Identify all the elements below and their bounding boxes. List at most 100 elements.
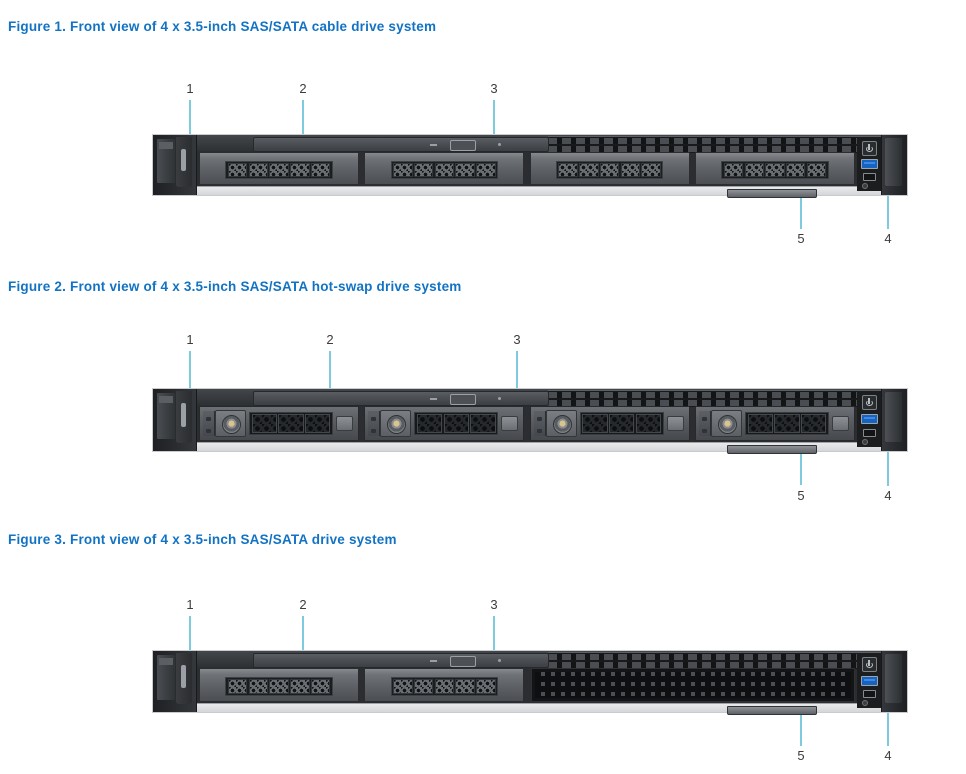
hot-swap-drive-carrier[interactable] [199,406,360,441]
drive-pull-tab[interactable] [666,416,684,431]
figure-3-server-chassis [152,650,908,715]
drive-pull-tab[interactable] [336,416,354,431]
left-handle-strip [181,149,186,171]
latch-dial-icon [552,415,572,434]
drive-vent [249,412,334,435]
figure-1-leader-2 [302,100,304,142]
drive-bay[interactable] [199,668,360,702]
figure-1-callout-1: 1 [186,81,194,96]
drive-bay-group [199,152,855,185]
drive-bay[interactable] [529,152,690,185]
drive-vent [721,161,829,180]
express-service-tag[interactable] [727,445,817,454]
right-release-handle[interactable] [885,654,902,703]
figure-2-leader-1 [189,351,191,389]
figure-1-callout-3: 3 [490,81,498,96]
figure-1-leader-5 [800,196,802,229]
usb-3-port-icon[interactable] [861,676,878,686]
status-led-icon [862,700,868,706]
figure-1-callout-5: 5 [797,231,805,246]
power-button-icon[interactable] [862,395,877,410]
left-rack-ear-latch[interactable] [153,651,197,712]
drive-status-leds [203,411,215,436]
figure-2-callout-1: 1 [186,332,194,347]
figure-2-leader-2 [329,351,331,393]
latch-dial-icon [222,415,241,434]
express-service-tag[interactable] [727,706,817,715]
hot-swap-drive-carrier[interactable] [694,406,855,441]
drive-release-latch[interactable] [710,410,742,437]
drive-bay[interactable] [364,668,525,702]
drive-release-latch[interactable] [215,410,246,437]
left-release-handle[interactable] [176,391,192,443]
drive-bay-filler-panel [530,668,855,702]
left-rack-ear-latch[interactable] [153,135,197,195]
drive-status-leds [533,411,546,436]
drive-vent [390,677,499,696]
left-release-handle[interactable] [176,653,192,704]
figure-2-leader-5 [800,452,802,485]
left-handle-strip [181,665,186,688]
micro-usb-idrac-port-icon[interactable] [863,173,876,181]
figure-2-callout-2: 2 [326,332,334,347]
left-latch-body [157,655,175,700]
figure-1-caption: Figure 1. Front view of 4 x 3.5-inch SAS… [8,19,437,34]
drive-pull-tab[interactable] [501,416,519,431]
figure-2-callout-3: 3 [513,332,521,347]
left-release-handle[interactable] [176,137,192,187]
drive-release-latch[interactable] [380,410,412,437]
left-rack-ear-latch[interactable] [153,389,197,451]
drive-bay[interactable] [199,152,360,185]
drive-vent [744,412,829,435]
figure-3-leader-5 [800,713,802,746]
figure-3-callout-3: 3 [490,597,498,612]
drive-pull-tab[interactable] [831,416,849,431]
drive-vent [390,161,499,180]
figure-2-callout-4: 4 [884,488,892,503]
chassis-body [152,134,908,196]
front-io-cluster [857,391,881,447]
drive-vent [225,677,333,696]
power-button-icon[interactable] [862,141,877,156]
right-rack-ear-latch[interactable] [881,135,907,195]
micro-usb-idrac-port-icon[interactable] [863,429,876,437]
figure-2-leader-4 [887,440,889,486]
figure-1-server-chassis [152,134,908,198]
latch-dial-icon [717,415,737,434]
express-service-tag[interactable] [727,189,817,198]
figure-3-leader-1 [189,616,191,654]
power-button-icon[interactable] [862,657,877,672]
figure-3-callout-1: 1 [186,597,194,612]
drive-status-leds [368,411,381,436]
ventilation-grille [548,136,881,153]
figure-3-callout-5: 5 [797,748,805,763]
drive-bay-group [199,668,855,702]
front-bezel-panel [253,137,549,152]
drive-vent [579,412,664,435]
ventilation-grille [548,390,881,407]
status-led-icon [862,439,868,445]
front-io-cluster [857,137,881,191]
drive-release-latch[interactable] [545,410,577,437]
chassis-body [152,388,908,452]
left-latch-body [157,393,175,439]
micro-usb-idrac-port-icon[interactable] [863,690,876,698]
right-rack-ear-latch[interactable] [881,651,907,712]
left-latch-body [157,139,175,183]
status-led-icon [862,183,868,189]
usb-3-port-icon[interactable] [861,159,878,169]
right-release-handle[interactable] [885,138,902,186]
front-io-cluster [857,653,881,708]
ventilation-grille [548,652,881,669]
front-bezel-panel [253,391,549,406]
drive-bay[interactable] [364,152,525,185]
drive-vent [555,161,664,180]
right-rack-ear-latch[interactable] [881,389,907,451]
drive-bay[interactable] [694,152,855,185]
hot-swap-drive-carrier[interactable] [529,406,690,441]
hot-swap-drive-carrier[interactable] [364,406,525,441]
usb-3-port-icon[interactable] [861,414,878,424]
right-release-handle[interactable] [885,392,902,442]
figure-3-caption: Figure 3. Front view of 4 x 3.5-inch SAS… [8,532,397,547]
